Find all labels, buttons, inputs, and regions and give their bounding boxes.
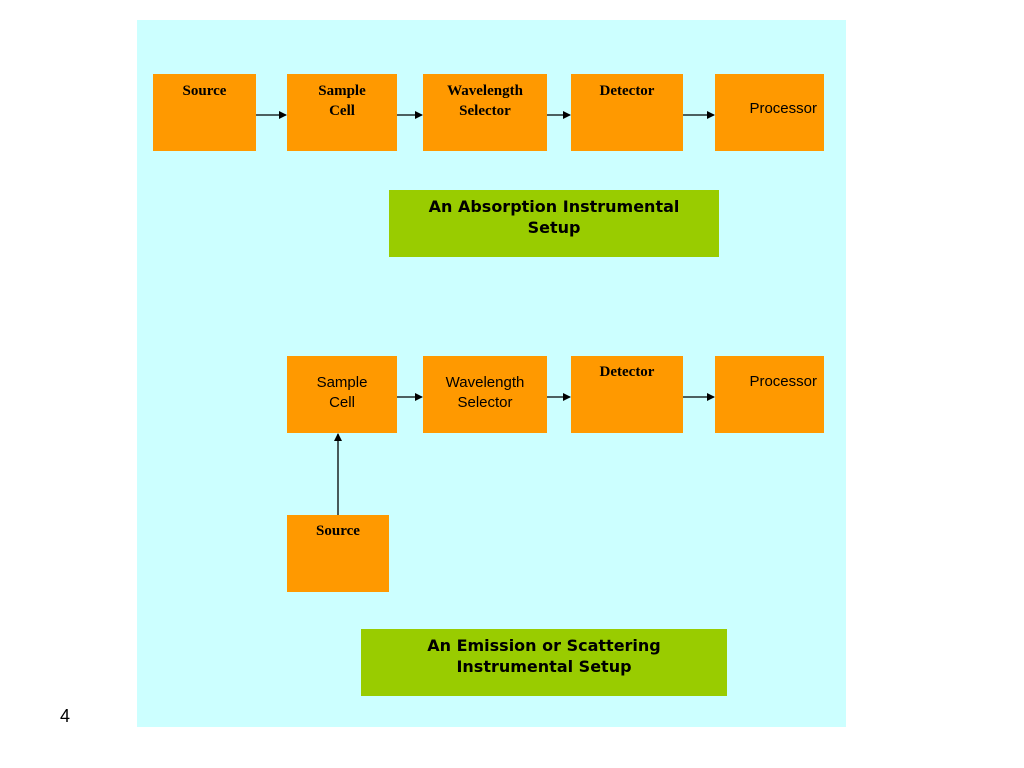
emission-wavelength-selector-box: Wavelength Selector — [423, 356, 547, 433]
page-number: 4 — [60, 706, 71, 726]
absorption-sample-cell-box: Sample Cell — [287, 74, 397, 151]
absorption-source-box: Source — [153, 74, 256, 151]
absorption-detector-box: Detector — [571, 74, 683, 151]
absorption-wavelength-selector-box: Wavelength Selector — [423, 74, 547, 151]
emission-detector-box: Detector — [571, 356, 683, 433]
emission-processor-box: Processor — [715, 356, 824, 433]
emission-source-box: Source — [287, 515, 389, 592]
absorption-caption: An Absorption Instrumental Setup — [389, 190, 719, 257]
emission-sample-cell-box: Sample Cell — [287, 356, 397, 433]
absorption-processor-box: Processor — [715, 74, 824, 151]
emission-caption: An Emission or Scattering Instrumental S… — [361, 629, 727, 696]
